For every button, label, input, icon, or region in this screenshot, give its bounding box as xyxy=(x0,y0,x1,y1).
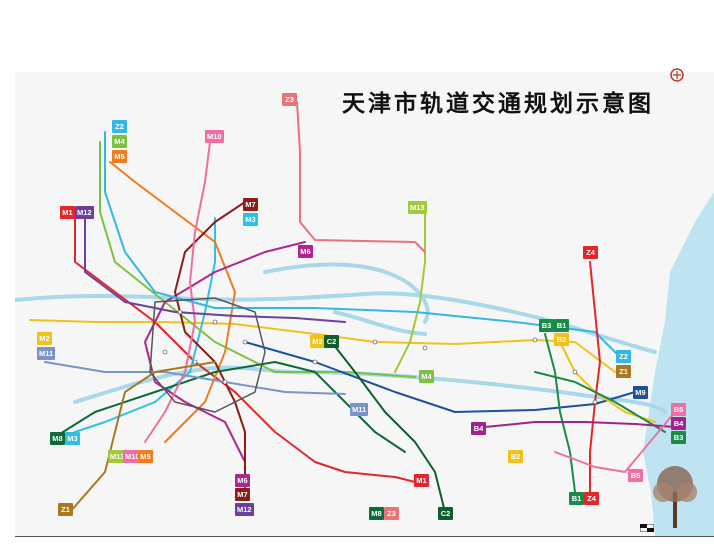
line-m3 xyxy=(74,217,216,433)
tree-canopy xyxy=(677,482,697,502)
station-marker xyxy=(192,359,198,365)
station-marker xyxy=(372,339,378,345)
line-badge-m13[interactable]: M13 xyxy=(408,201,427,214)
line-badge-m7[interactable]: M7 xyxy=(235,488,250,501)
line-badge-m4[interactable]: M4 xyxy=(419,370,434,383)
line-badge-m1[interactable]: M1 xyxy=(60,206,75,219)
line-m4 xyxy=(99,141,416,378)
line-b1 xyxy=(544,333,576,493)
tree-canopy xyxy=(653,482,673,502)
line-badge-z4[interactable]: Z4 xyxy=(583,246,598,259)
central-loop xyxy=(149,297,266,413)
line-badge-c2[interactable]: C2 xyxy=(438,507,453,520)
line-badge-z1[interactable]: Z1 xyxy=(616,365,631,378)
line-badge-z3[interactable]: Z3 xyxy=(282,93,297,106)
line-m13 xyxy=(394,211,426,373)
line-b4 xyxy=(484,421,676,428)
line-m8 xyxy=(54,361,406,453)
line-badge-m10[interactable]: M10 xyxy=(205,130,224,143)
line-c2 xyxy=(329,339,446,513)
line-badge-z2[interactable]: Z2 xyxy=(616,350,631,363)
line-m11 xyxy=(44,361,346,395)
line-badge-m4[interactable]: M4 xyxy=(112,135,127,148)
metro-lines xyxy=(29,101,676,513)
line-badge-c2[interactable]: C2 xyxy=(324,335,339,348)
line-badge-m9[interactable]: M9 xyxy=(633,386,648,399)
line-badge-z4[interactable]: Z4 xyxy=(584,492,599,505)
logo-icon xyxy=(670,68,684,82)
line-badge-m1[interactable]: M1 xyxy=(414,474,429,487)
line-b3 xyxy=(534,371,666,433)
river-middle xyxy=(333,310,427,336)
line-badge-b3[interactable]: B3 xyxy=(539,319,554,332)
station-marker xyxy=(177,309,183,315)
line-badge-m3[interactable]: M3 xyxy=(65,432,80,445)
line-badge-m2[interactable]: M2 xyxy=(310,335,325,348)
line-badge-b5[interactable]: B5 xyxy=(671,403,686,416)
line-badge-b3[interactable]: B3 xyxy=(671,431,686,444)
line-z4 xyxy=(589,261,601,493)
line-badge-m6[interactable]: M6 xyxy=(235,474,250,487)
line-badge-m11[interactable]: M11 xyxy=(37,347,56,360)
line-badge-b5[interactable]: B5 xyxy=(628,469,643,482)
line-badge-m7[interactable]: M7 xyxy=(243,198,258,211)
line-badge-b1[interactable]: B1 xyxy=(569,492,584,505)
map-title: 天津市轨道交通规划示意图 xyxy=(342,90,654,117)
line-badge-m8[interactable]: M8 xyxy=(369,507,384,520)
line-b5 xyxy=(554,411,676,473)
line-badge-m12[interactable]: M12 xyxy=(75,206,94,219)
line-badge-m13[interactable]: M13 xyxy=(108,450,127,463)
station-marker xyxy=(312,359,318,365)
line-badge-m2[interactable]: M2 xyxy=(37,332,52,345)
station-marker xyxy=(162,349,168,355)
line-badge-z3[interactable]: Z3 xyxy=(384,507,399,520)
line-badge-b2[interactable]: B2 xyxy=(508,450,523,463)
tree-decoration xyxy=(653,466,697,528)
station-marker xyxy=(212,319,218,325)
line-badge-m5[interactable]: M5 xyxy=(112,150,127,163)
station-marker xyxy=(242,339,248,345)
line-badge-m5[interactable]: M5 xyxy=(138,450,153,463)
rivers xyxy=(15,262,667,414)
line-m12 xyxy=(84,217,346,323)
sea-area xyxy=(643,72,714,536)
river-branch-north xyxy=(263,262,430,324)
station-marker xyxy=(532,337,538,343)
tree-trunk xyxy=(673,492,677,528)
line-badge-m3[interactable]: M3 xyxy=(243,213,258,226)
line-badge-b2[interactable]: B2 xyxy=(554,333,569,346)
line-z1 xyxy=(69,361,216,513)
line-z3 xyxy=(296,101,426,253)
station-marker xyxy=(422,345,428,351)
station-marker xyxy=(592,399,598,405)
station-marker xyxy=(222,379,228,385)
line-m1 xyxy=(74,217,416,483)
line-badge-m8[interactable]: M8 xyxy=(50,432,65,445)
scale-bar-icon xyxy=(640,524,654,532)
stations xyxy=(162,309,598,405)
line-badge-b1[interactable]: B1 xyxy=(554,319,569,332)
footer-rule xyxy=(15,536,714,537)
line-badge-m6[interactable]: M6 xyxy=(298,245,313,258)
station-marker xyxy=(572,369,578,375)
line-badge-m11[interactable]: M11 xyxy=(350,403,369,416)
line-badge-b4[interactable]: B4 xyxy=(671,417,686,430)
line-badge-m12[interactable]: M12 xyxy=(235,503,254,516)
river-haihe xyxy=(15,291,657,354)
line-badge-m10[interactable]: M10 xyxy=(123,450,142,463)
line-m7 xyxy=(174,201,246,483)
line-badge-z1[interactable]: Z1 xyxy=(58,503,73,516)
line-badge-b4[interactable]: B4 xyxy=(471,422,486,435)
line-badge-z2[interactable]: Z2 xyxy=(112,120,127,133)
